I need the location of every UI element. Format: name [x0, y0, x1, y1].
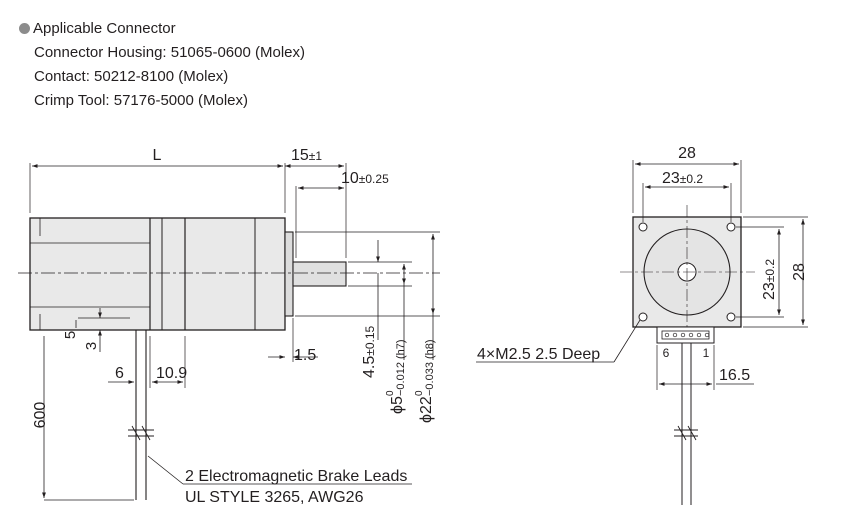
- label-15: 15±1: [291, 147, 322, 164]
- label-10-9: 10.9: [156, 365, 187, 382]
- pin: [672, 332, 678, 338]
- brake-leads-note: 2 Electromagnetic Brake Leads: [185, 468, 407, 485]
- connector-heading: Applicable Connector: [33, 20, 176, 37]
- pin: [680, 332, 686, 338]
- pin: [704, 332, 710, 338]
- label-23-top: 23±0.2: [662, 170, 703, 187]
- svg-text:4.5±0.15: 4.5±0.15: [361, 325, 378, 378]
- wire-break: [128, 429, 154, 437]
- pin: [688, 332, 694, 338]
- label-1-5: 1.5: [294, 347, 316, 364]
- svg-text:0: 0: [385, 390, 396, 396]
- svg-text:ϕ5: ϕ5: [389, 396, 406, 414]
- mount-hole: [726, 312, 736, 322]
- label-16-5: 16.5: [719, 367, 750, 384]
- label-3: 3: [83, 342, 100, 350]
- mount-hole: [726, 222, 736, 232]
- mount-hole: [638, 312, 648, 322]
- crimp-tool: Crimp Tool: 57176-5000 (Molex): [34, 92, 248, 109]
- wire-break: [677, 425, 697, 441]
- wire-break: [674, 429, 698, 437]
- connector-housing: Connector Housing: 51065-0600 (Molex): [34, 44, 305, 61]
- pin: [696, 332, 702, 338]
- label-pin-6: 6: [663, 346, 670, 360]
- holes-note: 4×M2.5 2.5 Deep: [477, 346, 600, 363]
- front-view: [476, 160, 808, 505]
- leader-line: [147, 455, 184, 485]
- shaft: [292, 261, 347, 287]
- label-phi22: ϕ22 0 −0.033 (h8): [414, 339, 436, 423]
- label-4-5: 4.5±0.15: [361, 325, 378, 378]
- connector-info: Applicable Connector Connector Housing: …: [0, 0, 400, 120]
- label-600: 600: [32, 402, 49, 429]
- mount-hole: [638, 222, 648, 232]
- bullet-icon: [19, 23, 30, 34]
- connector-heading-row: Applicable Connector: [19, 20, 176, 37]
- wire-break: [131, 425, 151, 441]
- label-L: L: [153, 147, 162, 164]
- svg-text:−0.012 (h7): −0.012 (h7): [395, 339, 407, 396]
- svg-text:0: 0: [414, 390, 425, 396]
- label-5: 5: [62, 331, 79, 339]
- svg-text:23±0.2: 23±0.2: [761, 259, 778, 300]
- leader-line: [613, 319, 641, 363]
- label-10: 10±0.25: [341, 170, 389, 187]
- pin: [664, 332, 670, 338]
- svg-text:−0.033 (h8): −0.033 (h8): [424, 339, 436, 396]
- label-6: 6: [115, 365, 124, 382]
- side-view: [18, 163, 440, 501]
- cable-spec-note: UL STYLE 3265, AWG26: [185, 489, 364, 506]
- label-28-side: 28: [791, 263, 808, 281]
- label-28-top: 28: [678, 145, 696, 162]
- connector-contact: Contact: 50212-8100 (Molex): [34, 68, 229, 85]
- label-pin-1: 1: [703, 346, 710, 360]
- label-phi5: ϕ5 0 −0.012 (h7): [385, 339, 407, 414]
- label-23-side: 23±0.2: [761, 259, 778, 300]
- motor-body: [29, 217, 286, 331]
- pilot-boss: [284, 231, 294, 317]
- svg-text:ϕ22: ϕ22: [418, 396, 435, 423]
